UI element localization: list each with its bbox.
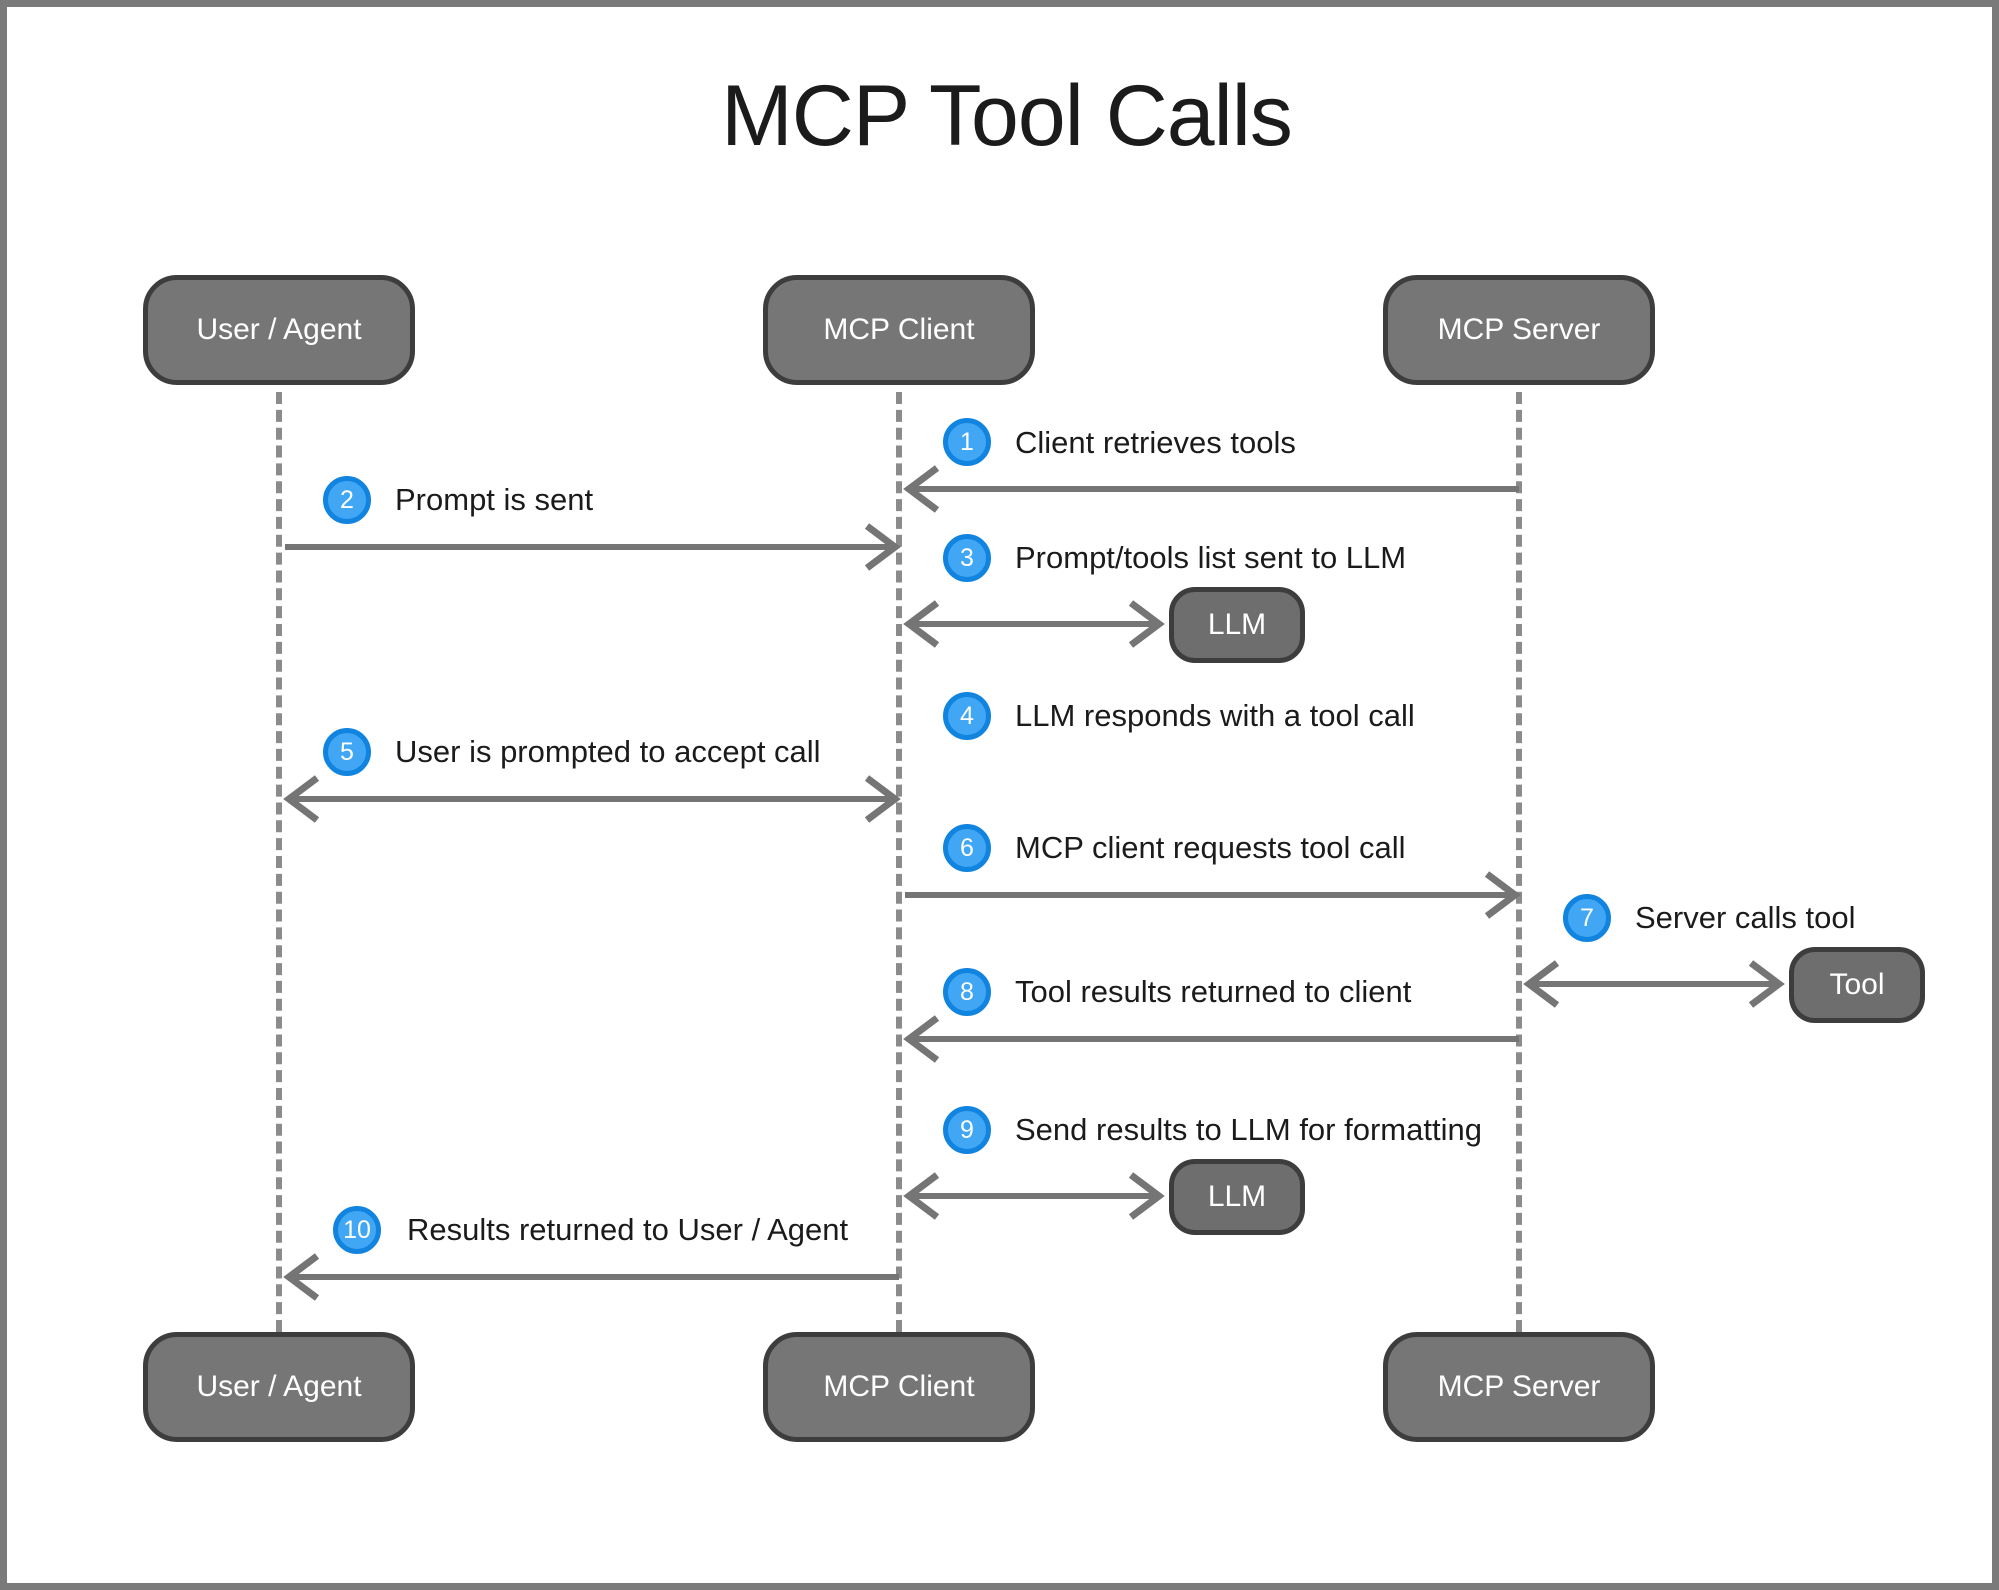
step-arrow-2 bbox=[285, 523, 901, 571]
participant-mcp-server-top[interactable]: MCP Server bbox=[1383, 275, 1655, 385]
step-badge-1: 1 bbox=[943, 418, 991, 466]
step-arrow-7 bbox=[1523, 960, 1785, 1008]
step-label-8: Tool results returned to client bbox=[1015, 974, 1412, 1009]
step-arrow-3 bbox=[903, 600, 1165, 648]
aux-box-label: LLM bbox=[1207, 608, 1267, 641]
step-label-4: LLM responds with a tool call bbox=[1015, 698, 1415, 733]
page-title: MCP Tool Calls bbox=[721, 68, 1293, 164]
aux-box-label: Tool bbox=[1829, 968, 1885, 1001]
step-arrow-8 bbox=[903, 1015, 1519, 1063]
lifeline-mcp-client bbox=[896, 392, 902, 1332]
participant-label: User / Agent bbox=[196, 1370, 362, 1403]
step-badge-3: 3 bbox=[943, 534, 991, 582]
step-label-2: Prompt is sent bbox=[395, 482, 594, 517]
lifeline-mcp-server bbox=[1516, 392, 1522, 1332]
step-arrow-9 bbox=[903, 1172, 1165, 1220]
participant-user-agent-bottom[interactable]: User / Agent bbox=[143, 1332, 415, 1442]
step-label-9: Send results to LLM for formatting bbox=[1015, 1112, 1482, 1147]
step-label-10: Results returned to User / Agent bbox=[407, 1212, 849, 1247]
step-label-1: Client retrieves tools bbox=[1015, 425, 1296, 460]
participant-user-agent-top[interactable]: User / Agent bbox=[143, 275, 415, 385]
tool-box-step7[interactable]: Tool bbox=[1789, 947, 1925, 1023]
step-badge-9: 9 bbox=[943, 1106, 991, 1154]
step-label-5: User is prompted to accept call bbox=[395, 734, 821, 769]
participant-mcp-client-bottom[interactable]: MCP Client bbox=[763, 1332, 1035, 1442]
aux-box-label: LLM bbox=[1207, 1180, 1267, 1213]
participant-label: MCP Client bbox=[823, 1370, 975, 1403]
step-badge-8: 8 bbox=[943, 968, 991, 1016]
llm-box-step3[interactable]: LLM bbox=[1169, 587, 1305, 663]
lifeline-user-agent bbox=[276, 392, 282, 1332]
llm-box-step9[interactable]: LLM bbox=[1169, 1159, 1305, 1235]
participant-mcp-server-bottom[interactable]: MCP Server bbox=[1383, 1332, 1655, 1442]
step-badge-4: 4 bbox=[943, 692, 991, 740]
participant-mcp-client-top[interactable]: MCP Client bbox=[763, 275, 1035, 385]
step-arrow-1 bbox=[903, 465, 1519, 513]
step-badge-2: 2 bbox=[323, 476, 371, 524]
step-label-7: Server calls tool bbox=[1635, 900, 1856, 935]
step-arrow-6 bbox=[905, 871, 1521, 919]
step-badge-6: 6 bbox=[943, 824, 991, 872]
step-label-6: MCP client requests tool call bbox=[1015, 830, 1406, 865]
participant-label: User / Agent bbox=[196, 313, 362, 346]
participant-label: MCP Server bbox=[1437, 313, 1601, 346]
step-badge-5: 5 bbox=[323, 728, 371, 776]
step-badge-10: 10 bbox=[333, 1206, 381, 1254]
step-badge-7: 7 bbox=[1563, 894, 1611, 942]
step-label-3: Prompt/tools list sent to LLM bbox=[1015, 540, 1407, 575]
step-arrow-10 bbox=[283, 1253, 899, 1301]
participant-label: MCP Server bbox=[1437, 1370, 1601, 1403]
participant-label: MCP Client bbox=[823, 313, 975, 346]
step-arrow-5 bbox=[283, 775, 901, 823]
